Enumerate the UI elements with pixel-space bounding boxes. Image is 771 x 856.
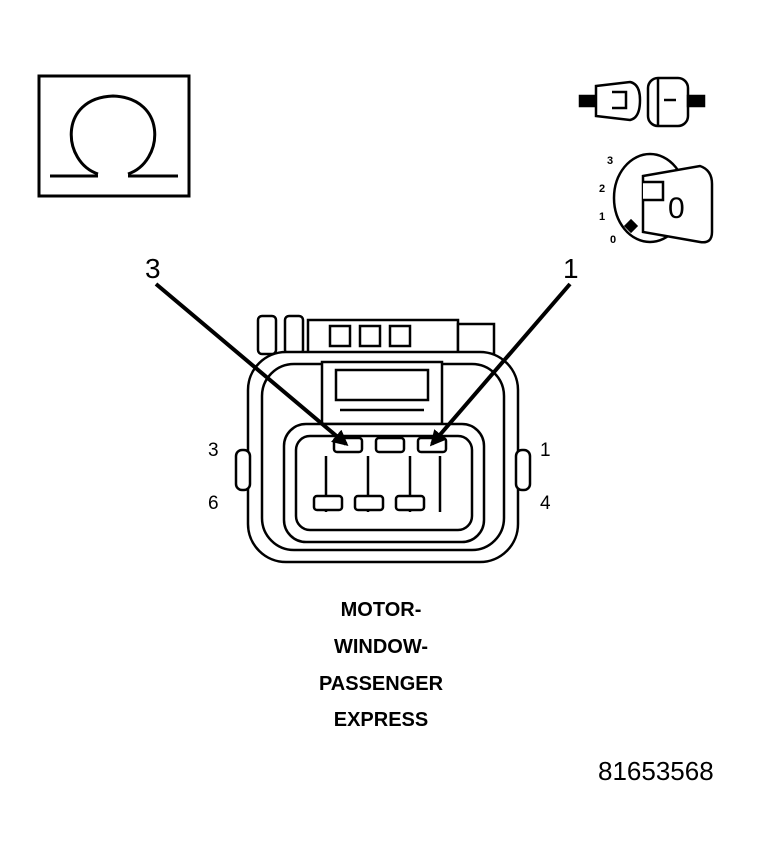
terminal-row-bottom — [312, 494, 426, 512]
terminal-2 — [374, 436, 406, 454]
callout-arrow-right — [429, 282, 572, 447]
callout-right: 1 — [563, 253, 579, 284]
ohm-resistance-icon — [37, 74, 191, 198]
key-position-1: 1 — [599, 211, 606, 223]
connector-face — [234, 314, 532, 564]
terminal-1 — [416, 436, 448, 454]
pin-label-bottom-right: 4 — [540, 493, 551, 514]
document-number: 81653568 — [598, 756, 714, 786]
terminal-3 — [332, 436, 364, 454]
ignition-key-off-icon — [612, 152, 714, 244]
pin-label-top-left: 3 — [208, 440, 219, 461]
key-label: 0 — [668, 192, 685, 225]
key-position-2: 2 — [599, 183, 606, 195]
callout-arrow-left — [154, 282, 349, 447]
connector-title-line-4: EXPRESS — [333, 709, 429, 731]
pin-label-top-right: 1 — [540, 440, 551, 461]
terminal-5 — [353, 494, 385, 512]
pin-label-bottom-left: 6 — [208, 493, 219, 514]
terminal-6 — [312, 494, 344, 512]
connector-title-line-3: PASSENGER — [318, 673, 444, 695]
disconnected-connector-icon — [578, 76, 706, 128]
terminal-row-top — [332, 436, 448, 454]
callout-left: 3 — [145, 253, 161, 284]
key-position-0: 0 — [610, 234, 617, 246]
connector-title-line-2: WINDOW- — [333, 636, 428, 658]
terminal-4 — [394, 494, 426, 512]
key-position-3: 3 — [607, 155, 614, 167]
connector-title-line-1: MOTOR- — [340, 599, 422, 621]
